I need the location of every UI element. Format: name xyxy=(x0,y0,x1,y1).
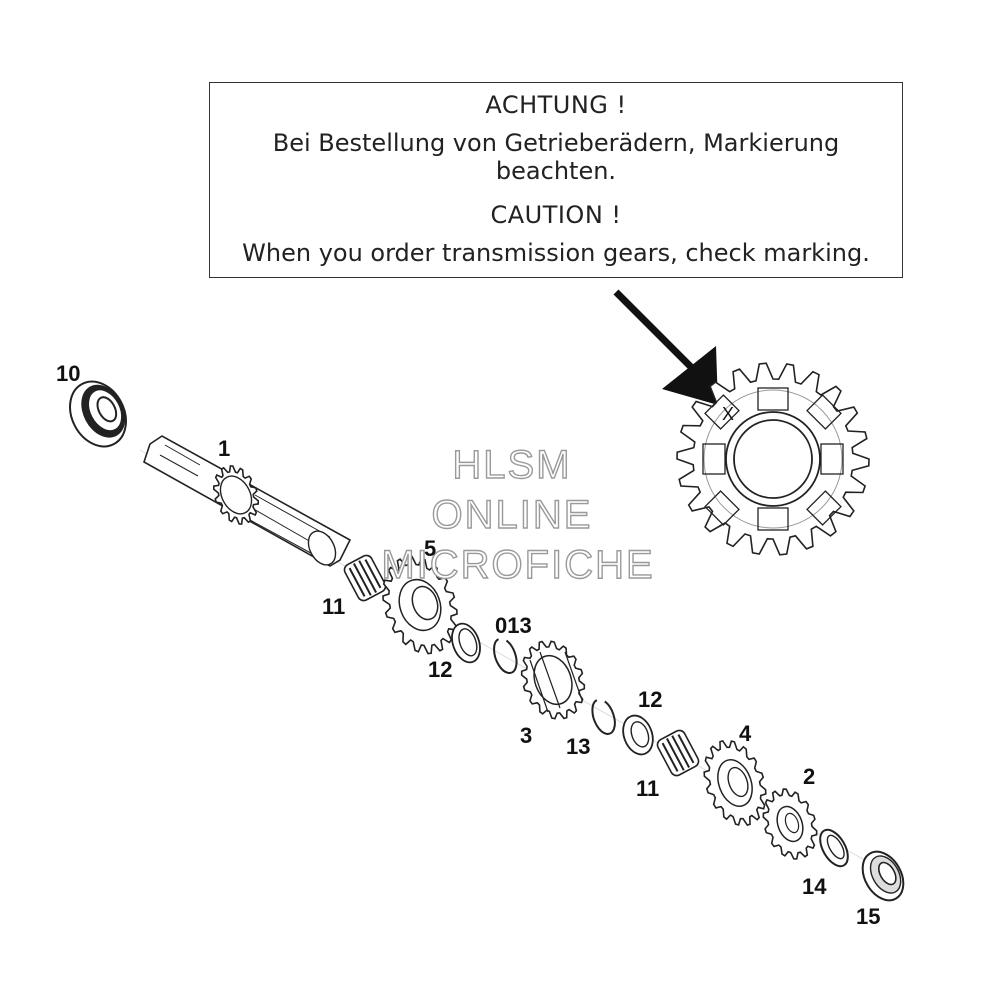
callout-5: 5 xyxy=(424,536,436,561)
notice-text-en: When you order transmission gears, check… xyxy=(242,239,870,267)
callout-15: 15 xyxy=(856,904,880,929)
callout-2: 2 xyxy=(803,764,815,789)
callout-12-a: 12 xyxy=(428,657,452,682)
watermark-line-1: HLSM xyxy=(452,443,571,487)
part-11-needle-bearing-a xyxy=(343,554,387,602)
part-13-circlip xyxy=(591,699,616,735)
watermark: HLSM ONLINE MICROFICHE xyxy=(381,442,654,587)
part-1-shaft xyxy=(143,435,352,567)
callout-1: 1 xyxy=(218,436,230,461)
gear-marking-label: X xyxy=(722,404,734,424)
part-11-needle-bearing-b xyxy=(656,729,700,777)
part-12-thrust-washer-b xyxy=(622,714,654,756)
part-4-gear xyxy=(703,739,767,827)
notice-heading-en: CAUTION ! xyxy=(490,201,622,229)
callout-14: 14 xyxy=(802,874,827,899)
part-12-thrust-washer-a xyxy=(451,622,481,664)
watermark-line-3: MICROFICHE xyxy=(381,543,654,587)
watermark-line-2: ONLINE xyxy=(432,493,593,537)
callouts: 10 1 5 11 12 013 3 13 12 11 4 2 14 15 xyxy=(56,361,880,929)
part-14-washer xyxy=(819,828,849,868)
callout-11-a: 11 xyxy=(322,594,345,619)
part-10-bearing xyxy=(69,380,127,448)
part-5-gear xyxy=(382,555,458,655)
callout-11-b: 11 xyxy=(636,776,659,801)
part-2-gear xyxy=(762,788,818,860)
caution-notice: ACHTUNG ! Bei Bestellung von Getrieberäd… xyxy=(209,82,903,278)
part-013-circlip xyxy=(493,638,518,675)
callout-13: 13 xyxy=(566,734,590,759)
callout-10: 10 xyxy=(56,361,80,386)
callout-12-b: 12 xyxy=(638,687,662,712)
callout-3: 3 xyxy=(520,723,532,748)
detail-gear: X xyxy=(676,362,870,556)
callout-4: 4 xyxy=(739,721,752,746)
part-3-sliding-gear xyxy=(520,640,586,720)
notice-heading-de: ACHTUNG ! xyxy=(485,91,627,119)
part-15-bearing xyxy=(861,850,905,902)
pointer-arrow xyxy=(613,289,718,405)
notice-text-de: Bei Bestellung von Getrieberädern, Marki… xyxy=(272,129,840,185)
callout-013: 013 xyxy=(495,613,532,638)
